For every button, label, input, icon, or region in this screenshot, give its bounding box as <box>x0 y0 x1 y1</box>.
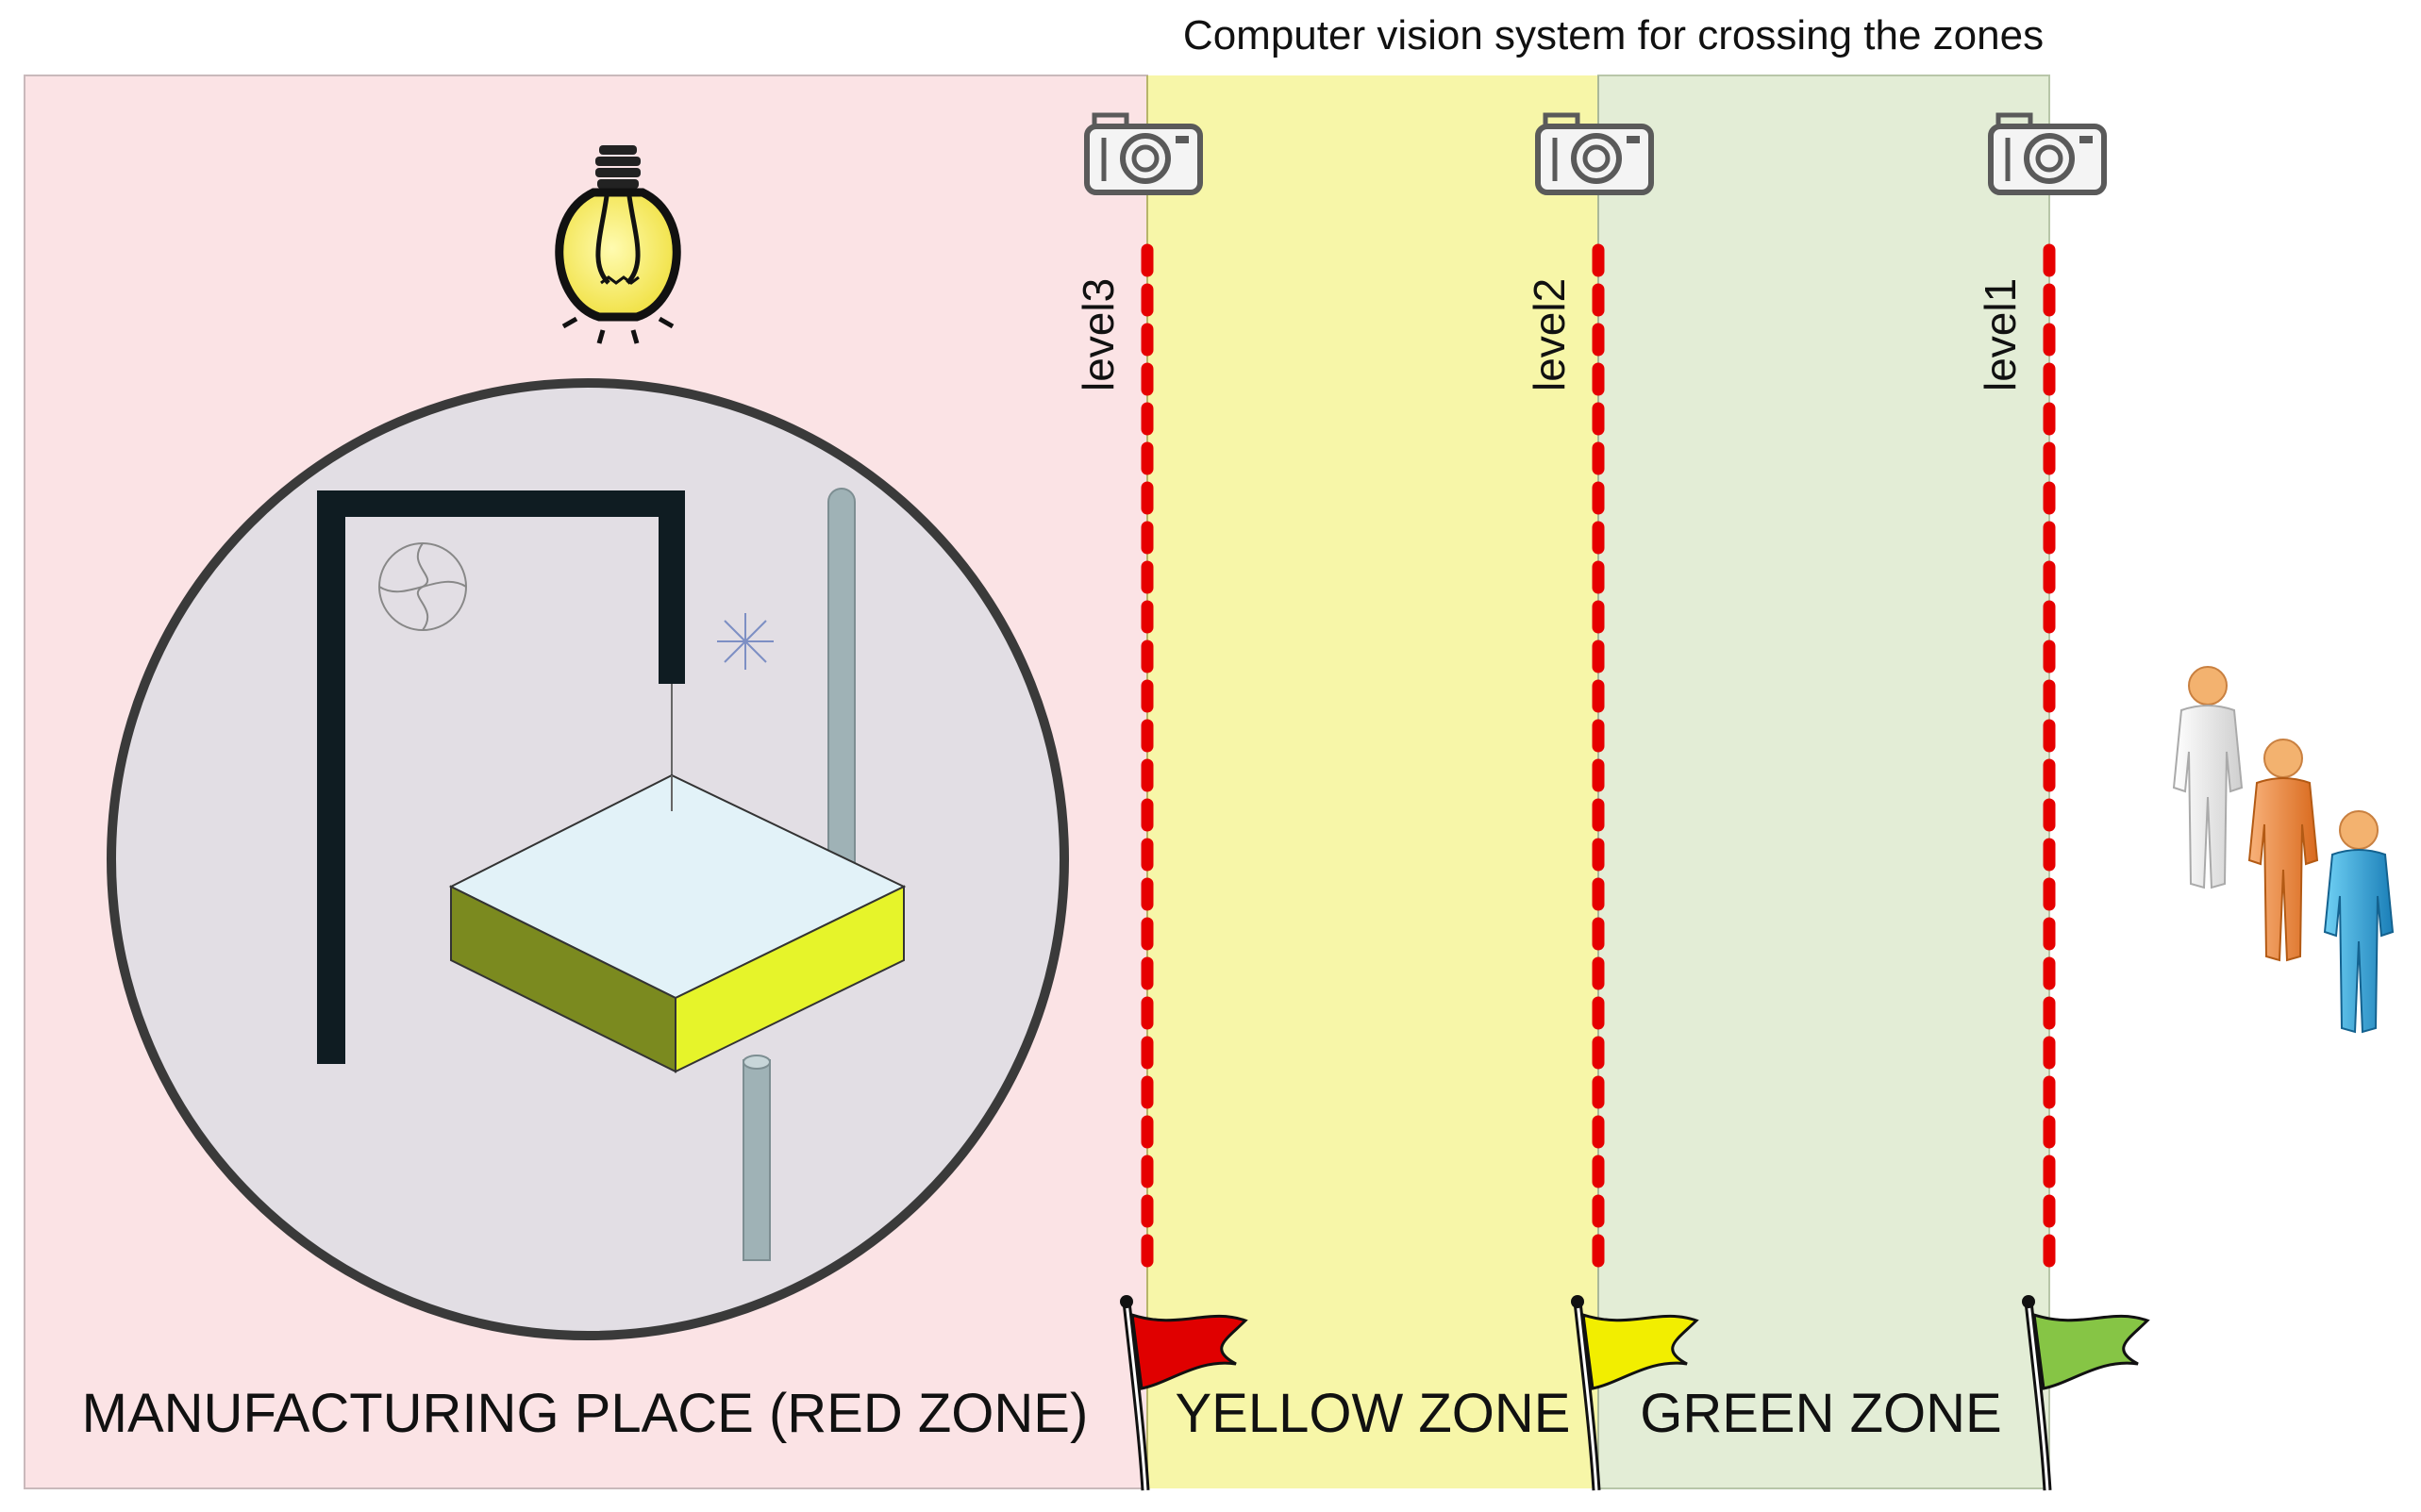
gantry-post <box>317 490 345 1064</box>
level2-label: level2 <box>1525 278 1574 391</box>
robot-cell <box>107 378 1069 1340</box>
person-icon <box>2247 739 2319 962</box>
level1-label: level1 <box>1976 278 2025 391</box>
lower-pipe <box>743 1059 771 1261</box>
yellow-zone-label: YELLOW ZONE <box>1176 1383 1571 1444</box>
level3-label: level3 <box>1074 278 1123 391</box>
green-zone-label: GREEN ZONE <box>1640 1383 2002 1444</box>
camera-icon <box>1988 112 2107 195</box>
gantry-beam <box>317 490 685 517</box>
person-icon <box>2323 810 2395 1034</box>
flag-icon <box>1120 1295 1248 1491</box>
light-bulb-icon <box>555 145 681 344</box>
gantry-drop <box>659 490 685 684</box>
green-zone-area <box>1597 75 2050 1489</box>
camera-icon <box>1084 112 1203 195</box>
vertical-pipe <box>827 488 856 884</box>
spark-icon <box>717 613 774 670</box>
work-table-side-right <box>675 885 905 1073</box>
yellow-zone-area <box>1147 75 1598 1488</box>
red-zone-label: MANUFACTURING PLACE (RED ZONE) <box>82 1383 1089 1444</box>
camera-icon <box>1535 112 1654 195</box>
flag-icon <box>1571 1295 1699 1491</box>
fan-icon <box>378 542 467 631</box>
diagram-title: Computer vision system for crossing the … <box>1183 12 2044 58</box>
flag-icon <box>2022 1295 2150 1491</box>
person-icon <box>2172 666 2244 889</box>
